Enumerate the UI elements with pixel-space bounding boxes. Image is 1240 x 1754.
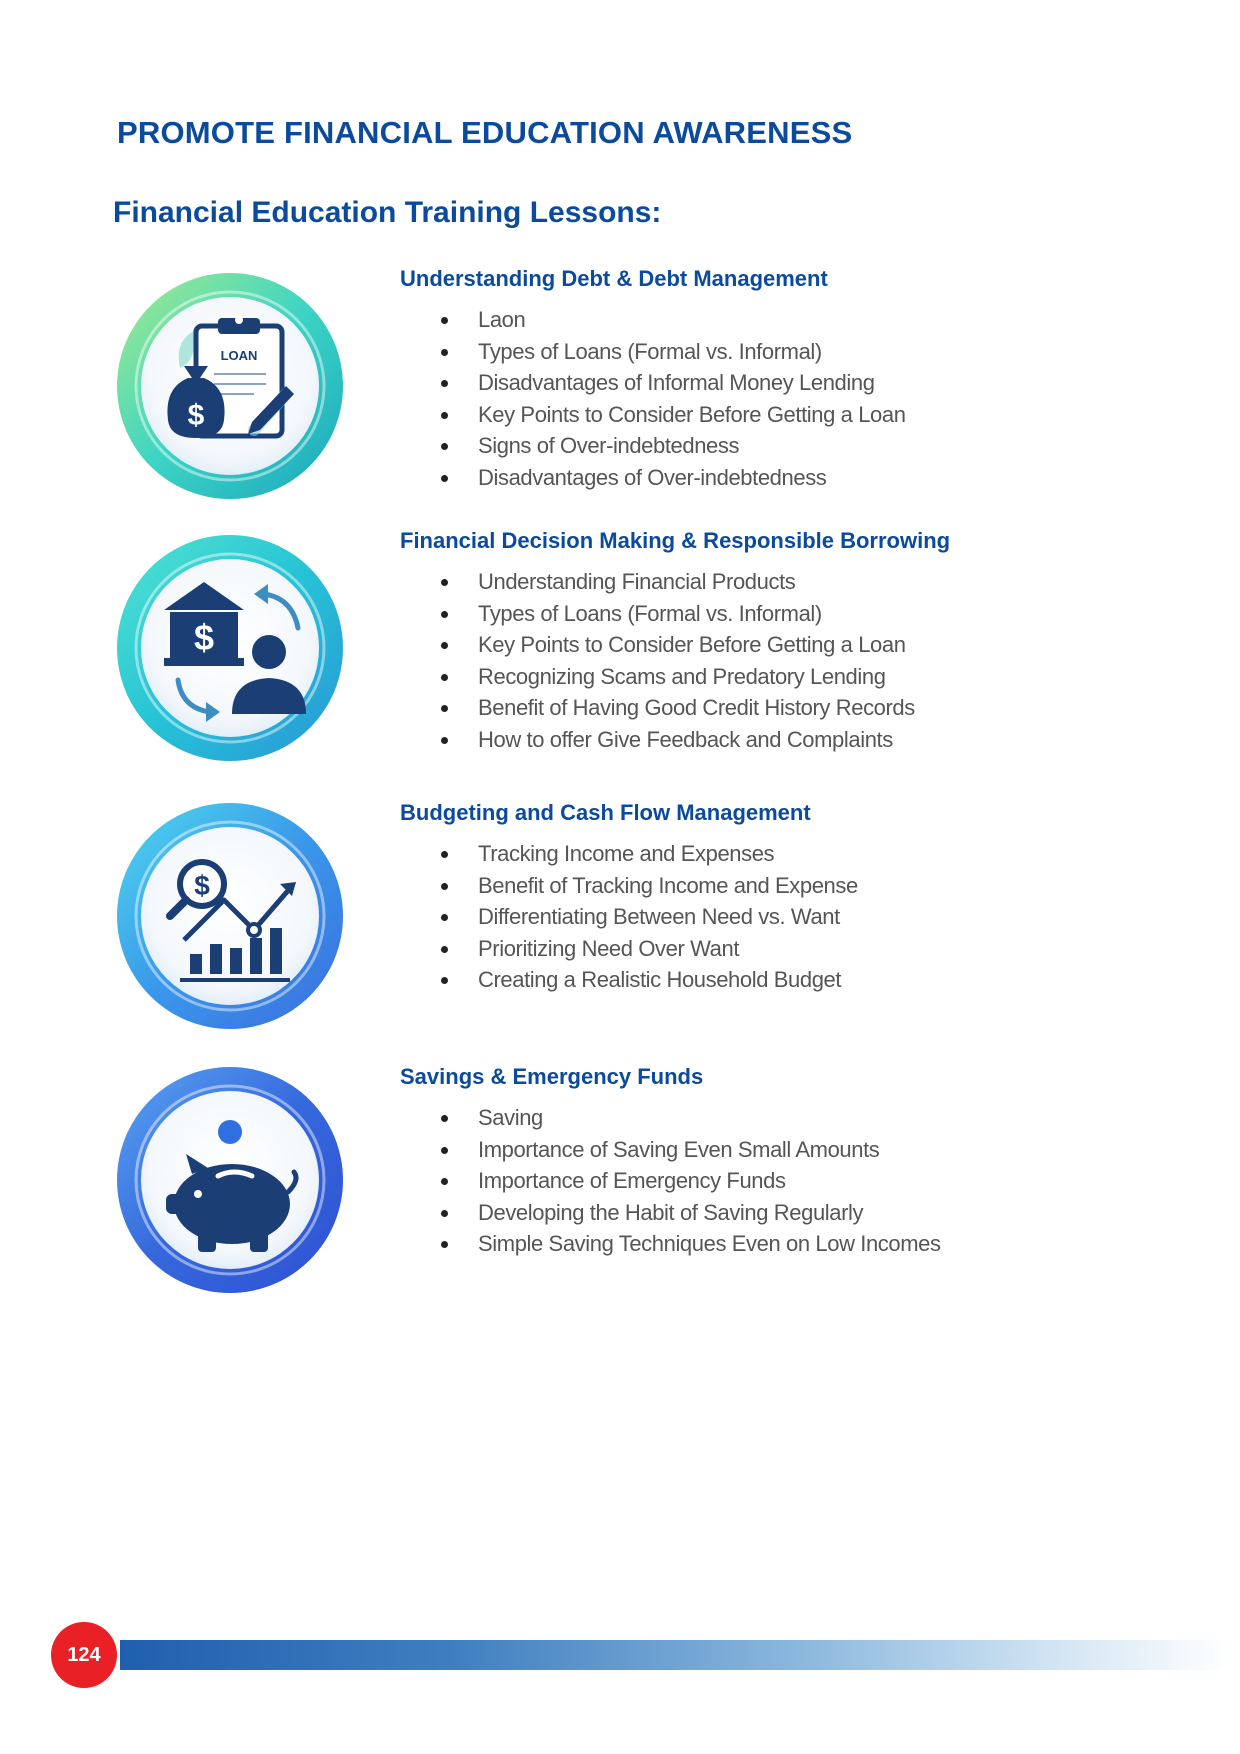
list-item: Benefit of Having Good Credit History Re… [400, 692, 915, 724]
list-item: Benefit of Tracking Income and Expense [400, 870, 858, 902]
list-item: Saving [400, 1102, 941, 1134]
svg-text:LOAN: LOAN [221, 348, 258, 363]
loan-document-icon: LOAN $ [117, 273, 343, 499]
list-item: Differentiating Between Need vs. Want [400, 901, 858, 933]
list-item: Types of Loans (Formal vs. Informal) [400, 336, 906, 368]
list-item: Key Points to Consider Before Getting a … [400, 399, 906, 431]
list-item: Tracking Income and Expenses [400, 838, 858, 870]
footer-gradient-bar [120, 1640, 1230, 1670]
svg-text:$: $ [194, 870, 210, 901]
lesson-title: Understanding Debt & Debt Management [400, 266, 828, 291]
bank-person-exchange-icon: $ [117, 535, 343, 761]
list-item: How to offer Give Feedback and Complaint… [400, 724, 915, 756]
topic-list: Tracking Income and Expenses Benefit of … [400, 838, 858, 996]
list-item: Importance of Saving Even Small Amounts [400, 1134, 941, 1166]
list-item: Creating a Realistic Household Budget [400, 964, 858, 996]
list-item: Recognizing Scams and Predatory Lending [400, 661, 915, 693]
topic-list: Saving Importance of Saving Even Small A… [400, 1102, 941, 1260]
list-item: Signs of Over-indebtedness [400, 430, 906, 462]
list-item: Simple Saving Techniques Even on Low Inc… [400, 1228, 941, 1260]
list-item: Disadvantages of Informal Money Lending [400, 367, 906, 399]
list-item: Developing the Habit of Saving Regularly [400, 1197, 941, 1229]
page-number-badge: 124 [51, 1622, 117, 1688]
topic-list: Understanding Financial Products Types o… [400, 566, 915, 755]
page-title: PROMOTE FINANCIAL EDUCATION AWARENESS [117, 115, 853, 150]
svg-text:$: $ [194, 617, 214, 658]
budget-chart-icon: $ [117, 803, 343, 1029]
piggy-bank-icon [117, 1067, 343, 1293]
svg-text:$: $ [188, 399, 205, 432]
lesson-title: Budgeting and Cash Flow Management [400, 800, 811, 825]
list-item: Laon [400, 304, 906, 336]
list-item: Disadvantages of Over-indebtedness [400, 462, 906, 494]
list-item: Prioritizing Need Over Want [400, 933, 858, 965]
list-item: Understanding Financial Products [400, 566, 915, 598]
list-item: Types of Loans (Formal vs. Informal) [400, 598, 915, 630]
topic-list: Laon Types of Loans (Formal vs. Informal… [400, 304, 906, 493]
lesson-title: Financial Decision Making & Responsible … [400, 528, 951, 553]
list-item: Importance of Emergency Funds [400, 1165, 941, 1197]
lesson-title: Savings & Emergency Funds [400, 1064, 704, 1089]
section-subtitle: Financial Education Training Lessons: [113, 196, 662, 229]
list-item: Key Points to Consider Before Getting a … [400, 629, 915, 661]
